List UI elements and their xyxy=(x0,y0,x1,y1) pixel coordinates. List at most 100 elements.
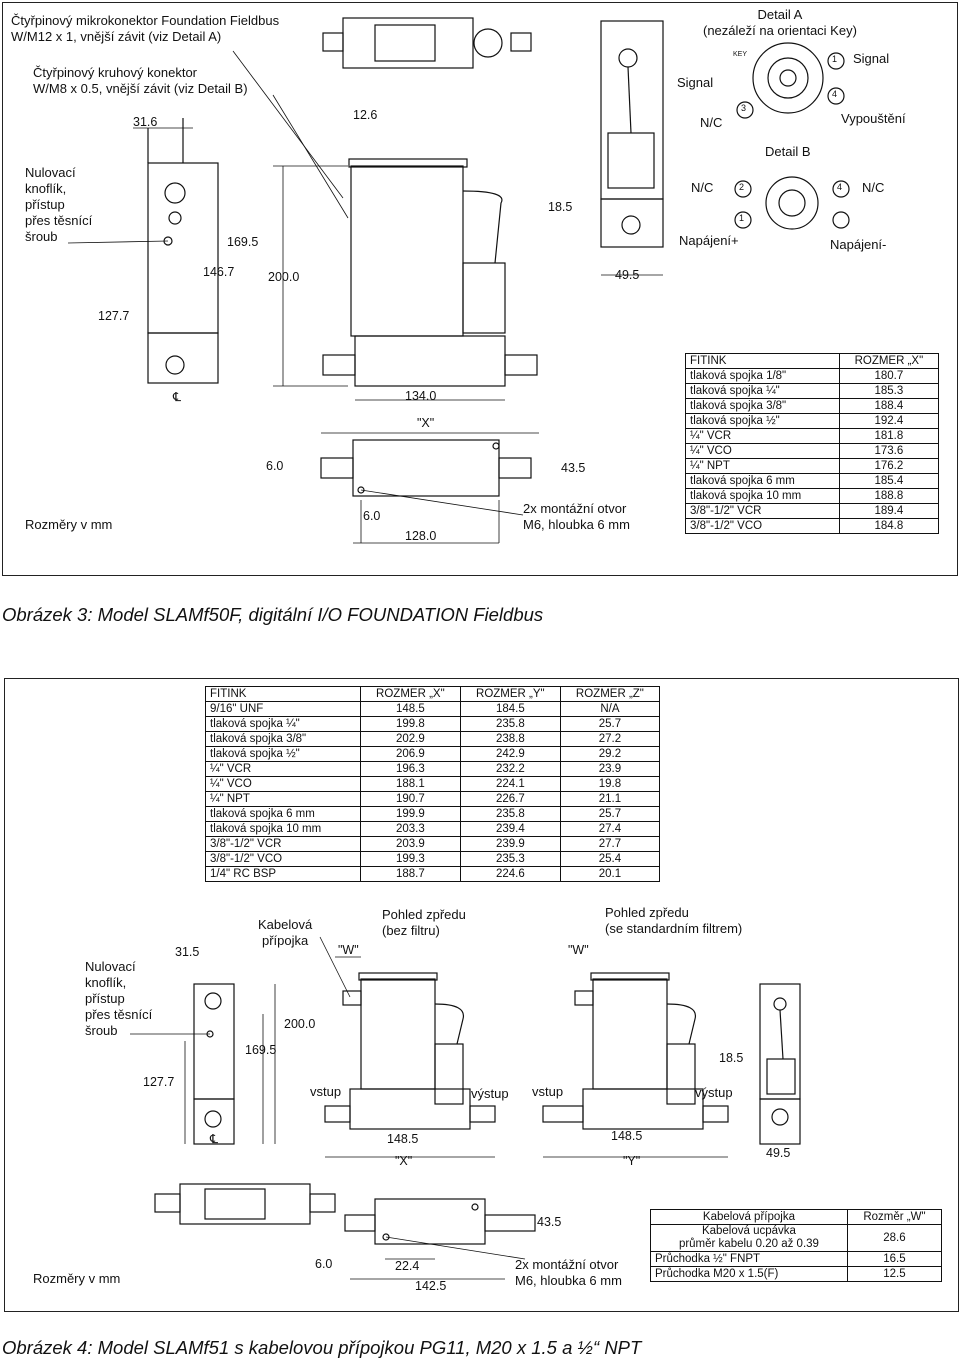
table-header-fitink: FITINK xyxy=(685,353,840,369)
table-cell-fitting: ¼" NPT xyxy=(685,458,840,474)
detail-b-title: Detail B xyxy=(765,144,811,159)
dim-148-5-a: 148.5 xyxy=(387,1132,419,1146)
outlet-label-2: výstup xyxy=(695,1085,733,1100)
table-cell-value: 199.8 xyxy=(359,716,461,732)
table-header-rozmer-z: ROZMER „Z" xyxy=(559,686,661,702)
front-view-base xyxy=(354,335,506,387)
nc-b-left-label: N/C xyxy=(691,180,714,195)
table-cell-fitting: tlaková spojka 6 mm xyxy=(685,473,840,489)
centerline-mark: ℄ xyxy=(210,1132,219,1146)
table-cell-value: 196.3 xyxy=(359,761,461,777)
table-cell-value: 173.6 xyxy=(838,443,940,459)
dim-22-4: 22.4 xyxy=(395,1259,420,1273)
top-view-window xyxy=(374,24,436,62)
end-view-body xyxy=(759,983,801,1100)
dim-x: "X" xyxy=(395,1154,413,1168)
table-cell-value: 188.1 xyxy=(359,776,461,792)
table-cell-fitting: tlaková spojka ¼" xyxy=(205,716,361,732)
table-cell-fitting: tlaková spojka ¼" xyxy=(685,383,840,399)
table-cell-value: 224.6 xyxy=(459,866,561,882)
table-cell-value: 238.8 xyxy=(459,731,561,747)
inlet-label-1: vstup xyxy=(310,1084,342,1099)
table-cell-fitting: ¼" VCR xyxy=(205,761,361,777)
figure-3-lines xyxy=(67,17,850,544)
dim-18-5: 18.5 xyxy=(548,200,573,214)
table-cell-fitting: tlaková spojka 10 mm xyxy=(205,821,361,837)
table-cell-fitting: 9/16" UNF xyxy=(205,701,361,717)
cable-table-body: Kabelová ucpávka průměr kabelu 0.20 až 0… xyxy=(650,1224,943,1282)
table-cell-value: 176.2 xyxy=(838,458,940,474)
dim-x: "X" xyxy=(417,416,435,430)
table-cell-fitting: tlaková spojka ½" xyxy=(685,413,840,429)
front-view-body xyxy=(350,165,464,337)
side-view-base xyxy=(147,332,219,384)
table-cell-value: 181.8 xyxy=(838,428,940,444)
bottom-view-body xyxy=(374,1198,486,1245)
cable-table: Kabelová přípojka Rozměr „W" Kabelová uc… xyxy=(650,1209,943,1282)
table-cell-fitting: 1/4" RC BSP xyxy=(205,866,361,882)
table-cell-value: 192.4 xyxy=(838,413,940,429)
table-cell-value: 19.8 xyxy=(559,776,661,792)
table-cell-value: 203.9 xyxy=(359,836,461,852)
table-cell-value: 185.3 xyxy=(838,383,940,399)
table-cell-value: 184.8 xyxy=(838,518,940,534)
table-cell-value: 148.5 xyxy=(359,701,461,717)
table-row: tlaková spojka ½"192.4 xyxy=(685,413,940,429)
dim-6-0: 6.0 xyxy=(315,1257,333,1271)
table-cell-value: 235.8 xyxy=(459,716,561,732)
table-cell-value: 27.7 xyxy=(559,836,661,852)
table-cell-fitting: Průchodka M20 x 1.5(F) xyxy=(650,1266,848,1282)
outlet-label-1: výstup xyxy=(471,1086,509,1101)
units-label: Rozměry v mm xyxy=(33,1271,121,1286)
pin-2-b: 2 xyxy=(739,182,745,192)
table-cell-value: 235.8 xyxy=(459,806,561,822)
bottom-view-body xyxy=(352,439,500,497)
key-marker: KEY xyxy=(733,51,748,58)
table-cell-value: 224.1 xyxy=(459,776,561,792)
pin-4-a: 4 xyxy=(832,89,838,99)
dim-200-0: 200.0 xyxy=(268,270,300,284)
table-row: tlaková spojka ¼"185.3 xyxy=(685,383,940,399)
table-cell-value: 12.5 xyxy=(846,1266,943,1282)
table-row: Kabelová ucpávka průměr kabelu 0.20 až 0… xyxy=(650,1224,943,1252)
dim-169-5: 169.5 xyxy=(227,235,259,249)
dim-6-0-bottom: 6.0 xyxy=(363,509,381,523)
dim-6-0-left: 6.0 xyxy=(266,459,284,473)
detail-a-title: Detail A (nezáleží na orientaci Key) xyxy=(703,7,857,38)
figure-4-caption: Obrázek 4: Model SLAMf51 s kabelovou pří… xyxy=(2,1337,642,1358)
dim-134-0: 134.0 xyxy=(405,389,437,403)
figure-3-caption: Obrázek 3: Model SLAMf50F, digitální I/O… xyxy=(2,604,544,625)
nc-a-label: N/C xyxy=(700,115,723,130)
dim-49-5: 49.5 xyxy=(615,268,640,282)
centerline-mark: ℄ xyxy=(173,390,182,404)
signal-left-label: Signal xyxy=(677,75,714,90)
table-cell-fitting: Průchodka ½" FNPT xyxy=(650,1251,848,1267)
table-row: Průchodka M20 x 1.5(F)12.5 xyxy=(650,1266,943,1282)
dim-18-5: 18.5 xyxy=(719,1051,744,1065)
mount-label: 2x montážní otvor M6, hloubka 6 mm xyxy=(515,1257,622,1288)
figure-3-drawing: Čtyřpinový mikrokonektor Foundation Fiel… xyxy=(2,2,958,576)
table-cell-fitting: tlaková spojka 3/8" xyxy=(205,731,361,747)
table-cell-value: 185.4 xyxy=(838,473,940,489)
table-cell-value: 20.1 xyxy=(559,866,661,882)
table-cell-value: 206.9 xyxy=(359,746,461,762)
table-cell-value: 189.4 xyxy=(838,503,940,519)
detail-b-connector xyxy=(765,176,819,230)
dim-148-5-b: 148.5 xyxy=(611,1129,643,1143)
connector2-label: Čtyřpinový kruhový konektor W/M8 x 0.5, … xyxy=(33,65,248,96)
table-cell-fitting: tlaková spojka 10 mm xyxy=(685,488,840,504)
dim-w-1: "W" xyxy=(338,943,359,957)
top-view-connector xyxy=(473,28,503,58)
dim-31-5: 31.5 xyxy=(175,945,200,959)
dim-128-0: 128.0 xyxy=(405,529,437,543)
table-cell-fitting: tlaková spojka 1/8" xyxy=(685,368,840,384)
